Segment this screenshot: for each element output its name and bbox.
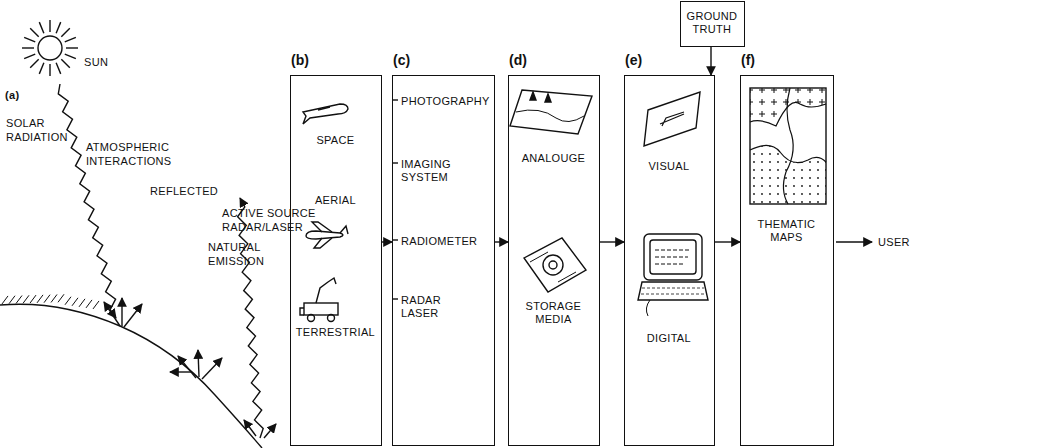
box-text: RADIOMETER [401,235,483,248]
sun-symbol [22,20,78,76]
panel-letter: (e) [625,54,642,67]
emission-arrows [170,350,276,438]
box-text: TERRESTRIAL [294,326,376,339]
visual-image-icon [644,92,700,146]
box-text: ANALOUGE [511,152,595,165]
process-label: NATURAL EMISSION [208,240,278,268]
user-label: USER [878,235,928,249]
process-label: ATMOSPHERIC INTERACTIONS [86,140,196,168]
box-text: AERIAL [298,194,372,207]
box-text: PHOTOGRAPHY [401,95,492,108]
box-text: IMAGING SYSTEM [401,158,471,184]
flow-arrow [382,241,392,242]
stage-box: (d)ANALOUGESTORAGE MEDIA [508,75,600,446]
photo-print-icon [510,90,592,134]
reflected-arrows [104,298,142,327]
box-text: RADAR LASER [401,294,456,320]
ground-hatching [2,294,99,309]
flow-arrow [600,241,624,242]
solar-radiation-wave [58,84,116,318]
plane-icon [306,222,348,248]
stage-box: (c)PHOTOGRAPHYIMAGING SYSTEMRADIOMETERRA… [392,75,495,446]
stage-box: (b)SPACEAERIALTERRESTRIAL [290,75,382,446]
ground-line [0,304,262,448]
thematic-map-icon [750,88,826,204]
panel-letter: (c) [393,54,410,67]
flow-arrow [710,47,711,75]
panel-letter: (d) [509,54,527,67]
tape-icon [524,238,586,292]
flow-arrow [715,241,740,242]
truck-icon [300,278,338,322]
process-label: REFLECTED [150,184,230,198]
user-arrow [836,241,872,242]
active-source-wave [238,198,264,438]
box-text: SPACE [298,134,372,147]
ground-truth-box: GROUND TRUTH [680,1,745,47]
process-label: ACTIVE SOURCE RADAR/LASER [222,206,318,234]
box-text: DIGITAL [627,332,710,345]
shuttle-icon [303,104,348,124]
stage-box: (e)VISUALDIGITAL [624,75,715,446]
process-label: SUN [84,55,124,69]
stage-box: (f)THEMATIC MAPS [740,75,834,446]
flow-arrow [495,241,508,242]
box-text: GROUND TRUTH [683,10,741,36]
panel-letter: (b) [291,54,309,67]
box-text: THEMATIC MAPS [746,218,826,244]
computer-icon [638,234,708,316]
box-text: STORAGE MEDIA [518,300,588,326]
box-text: VISUAL [627,160,710,173]
panel-letter: (f) [741,54,755,67]
process-label: SOLAR RADIATION [6,116,84,144]
panel-letter: (a) [5,88,45,102]
